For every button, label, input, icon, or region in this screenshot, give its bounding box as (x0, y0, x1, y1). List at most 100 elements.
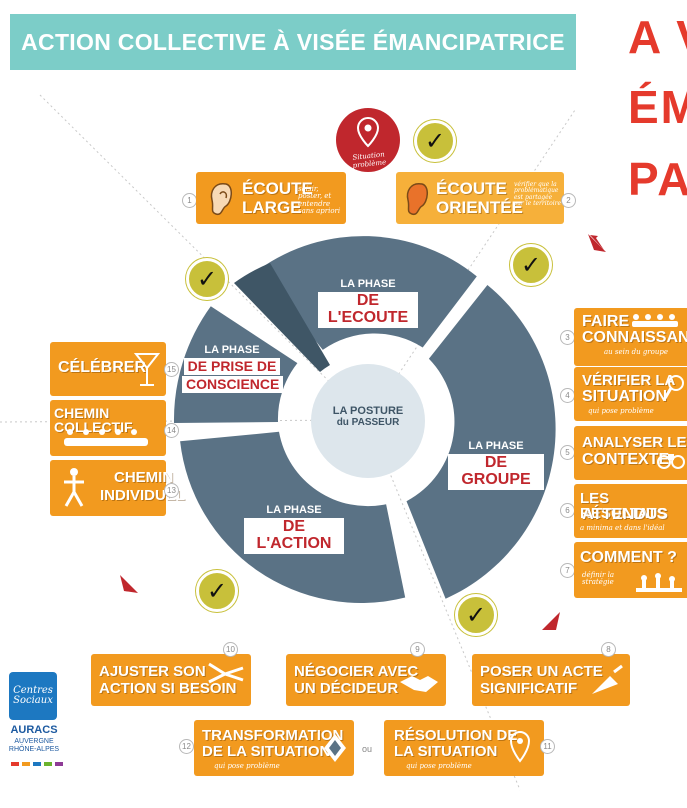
center-label: LA POSTURE du PASSEUR (320, 405, 416, 428)
step-title: TRANSFORMATION (202, 727, 344, 744)
step-title: ATTENDUS (582, 506, 668, 523)
phase-conscience-title-2: CONSCIENCE (182, 376, 284, 393)
step-ajuster-action: AJUSTER SON ACTION SI BESOIN (91, 654, 251, 706)
check-icon: ✓ (186, 258, 228, 300)
step-faire-connaissance: FAIRE CONNAISSANCE au sein du groupe (574, 308, 687, 366)
people-icon (632, 314, 678, 327)
check-icon: ✓ (196, 570, 238, 612)
step-number: 11 (540, 739, 555, 754)
trowel-icon (592, 664, 623, 694)
pliers-icon (208, 662, 244, 684)
step-title: FAIRE (582, 313, 630, 330)
pin-icon (509, 730, 531, 763)
step-chemin-collectif: CHEMIN COLLECTIF (50, 400, 166, 456)
step-subtitle: a minima et dans l'idéal (580, 524, 665, 532)
step-chemin-individuel: CHEMIN INDIVIDUEL (50, 460, 185, 516)
step-resultats-attendus: LES RÉSULTATS ATTENDUS a minima et dans … (574, 484, 687, 538)
step-number: 4 (560, 388, 575, 403)
step-number: 9 (410, 642, 425, 657)
step-title: CHEMIN COLLECTIF (54, 405, 133, 435)
step-title: ACTION SI BESOIN (99, 680, 237, 697)
step-title: ÉCOUTE (436, 179, 507, 198)
phase-action-title: DE L'ACTION (244, 518, 344, 554)
magnifier-icon (662, 375, 684, 401)
step-subtitle: qui pose problème (406, 762, 472, 770)
diamond-sign-icon (324, 734, 346, 762)
step-subtitle: saisir, poster, et entendre sans apriori (298, 185, 341, 216)
heading-fragment-1: A V (628, 11, 687, 63)
step-title: CONNAISSANCE (582, 329, 687, 346)
step-title: LARGE (242, 198, 302, 217)
segment-groupe (406, 285, 556, 599)
people-icon (64, 468, 84, 507)
ear-icon (406, 183, 428, 216)
step-resolution-situation: RÉSOLUTION DE LA SITUATION qui pose prob… (384, 720, 544, 776)
step-title: AJUSTER SON (99, 663, 206, 680)
step-title: ANALYSER LE (582, 434, 687, 451)
step-transformation-situation: TRANSFORMATION DE LA SITUATION qui pose … (194, 720, 354, 776)
step-number: 8 (601, 642, 616, 657)
phase-groupe: LA PHASE DE GROUPE (448, 440, 544, 490)
heading-fragment-3: PAT (628, 153, 687, 205)
step-comment: COMMENT ? définir la stratégie (574, 542, 687, 598)
ear-icon (210, 183, 232, 216)
step-number: 1 (182, 193, 197, 208)
step-title: LA SITUATION (394, 743, 498, 760)
step-title: RÉSOLUTION DE (394, 727, 518, 744)
step-celebrer: CÉLÉBRER (50, 342, 166, 396)
step-subtitle: définir la stratégie (582, 571, 615, 587)
step-title: CHEMIN (114, 469, 174, 486)
step-title: INDIVIDUEL (100, 487, 186, 504)
cocktail-icon (134, 353, 160, 386)
logo-region: AUVERGNE RHÔNE-ALPES (2, 738, 66, 753)
step-title: SIGNIFICATIF (480, 680, 578, 697)
check-icon: ✓ (455, 594, 497, 636)
step-title: CONTEXTE (582, 451, 670, 468)
phase-action: LA PHASE DE L'ACTION (244, 504, 344, 554)
step-analyser-contexte: ANALYSER LE CONTEXTE (574, 426, 687, 480)
step-verifier-situation: VÉRIFIER LA SITUATION qui pose problème (574, 367, 687, 421)
step-poser-acte: POSER UN ACTE SIGNIFICATIF (472, 654, 630, 706)
step-ecoute-large: ÉCOUTE LARGE saisir, poster, et entendre… (196, 172, 346, 224)
check-icon: ✓ (414, 120, 456, 162)
phase-action-small: LA PHASE (266, 504, 322, 516)
step-number: 10 (223, 642, 238, 657)
step-number: 15 (164, 362, 179, 377)
segment-ecoute-shade (234, 263, 330, 372)
step-title: DE LA SITUATION (202, 743, 331, 760)
step-number: 14 (164, 423, 179, 438)
step-title: NÉGOCIER AVEC (294, 663, 419, 680)
step-title: UN DÉCIDEUR (294, 680, 399, 697)
segment-action (180, 431, 406, 603)
banner-title: ACTION COLLECTIVE À VISÉE ÉMANCIPATRICE (10, 14, 576, 70)
step-title: SITUATION (582, 388, 668, 405)
phase-conscience: LA PHASE DE PRISE DE CONSCIENCE (182, 344, 284, 394)
or-label: ou (362, 744, 373, 754)
step-subtitle: au sein du groupe (604, 348, 669, 356)
logo-color-bar (11, 762, 63, 766)
step-subtitle: qui pose problème (214, 762, 280, 770)
step-number: 2 (561, 193, 576, 208)
step-title: ÉCOUTE (242, 179, 313, 198)
step-negocier-decideur: NÉGOCIER AVEC UN DÉCIDEUR (286, 654, 446, 706)
logo-region-2: RHÔNE-ALPES (8, 745, 60, 753)
phase-groupe-title: DE GROUPE (448, 454, 544, 490)
step-subtitle: qui pose problème (588, 407, 654, 415)
step-number: 13 (164, 483, 179, 498)
step-ecoute-orientee: ÉCOUTE ORIENTÉE vérifier que la probléma… (396, 172, 564, 224)
center-line-1: LA POSTURE (332, 405, 404, 417)
step-number: 5 (560, 445, 575, 460)
logo-centres-sociaux: Centres Sociaux (9, 672, 57, 720)
step-number: 12 (179, 739, 194, 754)
step-title: ORIENTÉE (436, 198, 523, 217)
center-line-2: du PASSEUR (336, 417, 400, 428)
step-number: 3 (560, 330, 575, 345)
step-title: POSER UN ACTE (480, 663, 603, 680)
phase-ecoute-small: LA PHASE (340, 278, 396, 290)
phase-groupe-small: LA PHASE (468, 440, 524, 452)
phase-ecoute: LA PHASE DE L'ECOUTE (318, 278, 418, 328)
phase-conscience-title-1: DE PRISE DE (183, 358, 281, 375)
binoculars-icon (657, 454, 685, 469)
phase-conscience-small: LA PHASE (204, 344, 260, 356)
step-title: COMMENT ? (580, 549, 677, 566)
